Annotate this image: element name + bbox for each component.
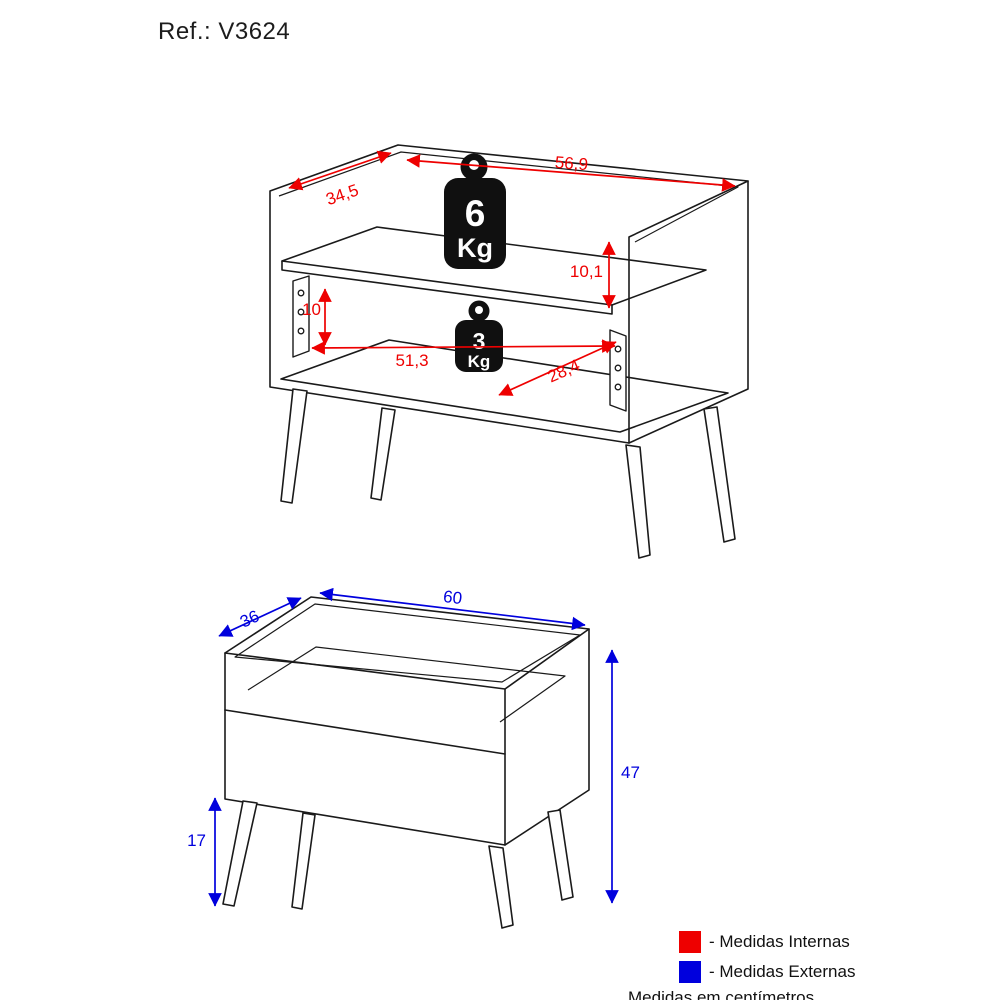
dim-label-height: 47 (621, 763, 640, 782)
back-left-leg (370, 407, 396, 501)
dim-arrow-side-depth (288, 150, 392, 191)
dim-arrow-depth (218, 597, 302, 637)
reference-code: Ref.: V3624 (158, 18, 291, 45)
back-right-leg (547, 809, 574, 901)
middle-shelf-thickness (281, 260, 613, 315)
dim-label-leg-height: 17 (187, 831, 206, 850)
weight-tag-body (444, 178, 506, 269)
drawer-slide-left (292, 275, 310, 358)
dim-label-back-width: 56,9 (554, 153, 588, 175)
legs (280, 388, 736, 559)
dim-label-depth: 36 (237, 606, 262, 631)
external-measurements-view: 36 60 47 17 (187, 587, 640, 929)
legend-internal-row: - Medidas Internas (679, 931, 850, 953)
screw-hole-icon (297, 327, 305, 335)
back-right-leg (703, 406, 736, 543)
panel-thickness-rim (234, 603, 581, 683)
internal-legend-label: - Medidas Internas (709, 932, 850, 951)
top-front-rim (224, 652, 506, 690)
front-left-leg (280, 388, 308, 504)
carcass-outline (224, 596, 590, 846)
dim-arrow-back-width (406, 154, 736, 192)
external-legend-label: - Medidas Externas (709, 962, 856, 981)
front-right-leg (625, 444, 651, 559)
bottom-weight-value: 3 (473, 328, 486, 354)
carcass-right-back-edges (504, 628, 590, 846)
external-dimension-annotations: 36 60 47 17 (187, 587, 640, 907)
drawer-slide-rail (292, 275, 310, 358)
shelf-weight-unit: Kg (457, 233, 493, 263)
weight-capacity-tag-shelf: 6 Kg (444, 153, 506, 269)
front-left-leg (222, 800, 258, 907)
shelf-weight-value: 6 (465, 193, 486, 234)
units-note: Medidas em centímetros. (628, 988, 819, 1000)
dim-label-side-depth: 34,5 (323, 180, 360, 209)
legs (222, 800, 574, 929)
dim-arrow-inner-depth (498, 341, 617, 396)
dim-label-inner-depth: 28,4 (545, 356, 583, 387)
dim-arrow-width (319, 587, 586, 631)
back-left-leg (291, 812, 316, 910)
drawer-slide-right (609, 329, 627, 412)
screw-hole-icon (297, 289, 305, 297)
weight-tag-hole (475, 306, 483, 314)
front-right-leg (488, 845, 514, 929)
dim-label-inner-width: 51,3 (395, 351, 428, 370)
dim-label-width: 60 (442, 587, 463, 608)
legend-external-row: - Medidas Externas (679, 961, 855, 983)
cabinet-bottom-panel (280, 339, 729, 433)
middle-shelf (281, 226, 707, 306)
dim-label-niche-height: 10,1 (570, 262, 603, 281)
nightstand-closed-carcass (224, 596, 590, 846)
dim-arrow-inner-width (311, 339, 616, 355)
bottom-weight-unit: Kg (468, 352, 491, 371)
internal-color-swatch (679, 931, 701, 953)
screw-hole-icon (297, 308, 305, 316)
internal-measurements-view: 6 Kg 3 Kg 56,9 34,5 10,1 10 51 (269, 144, 749, 559)
carcass-right-back-edges (628, 180, 749, 444)
external-color-swatch (679, 961, 701, 983)
internal-dimension-annotations: 56,9 34,5 10,1 10 51,3 28,4 (288, 150, 736, 396)
weight-capacity-tag-bottom: 3 Kg (455, 300, 503, 372)
drawer-top-seam (224, 709, 506, 755)
niche-floor-junctions (247, 646, 566, 723)
dim-label-drawer-gap-height: 10 (302, 300, 321, 319)
